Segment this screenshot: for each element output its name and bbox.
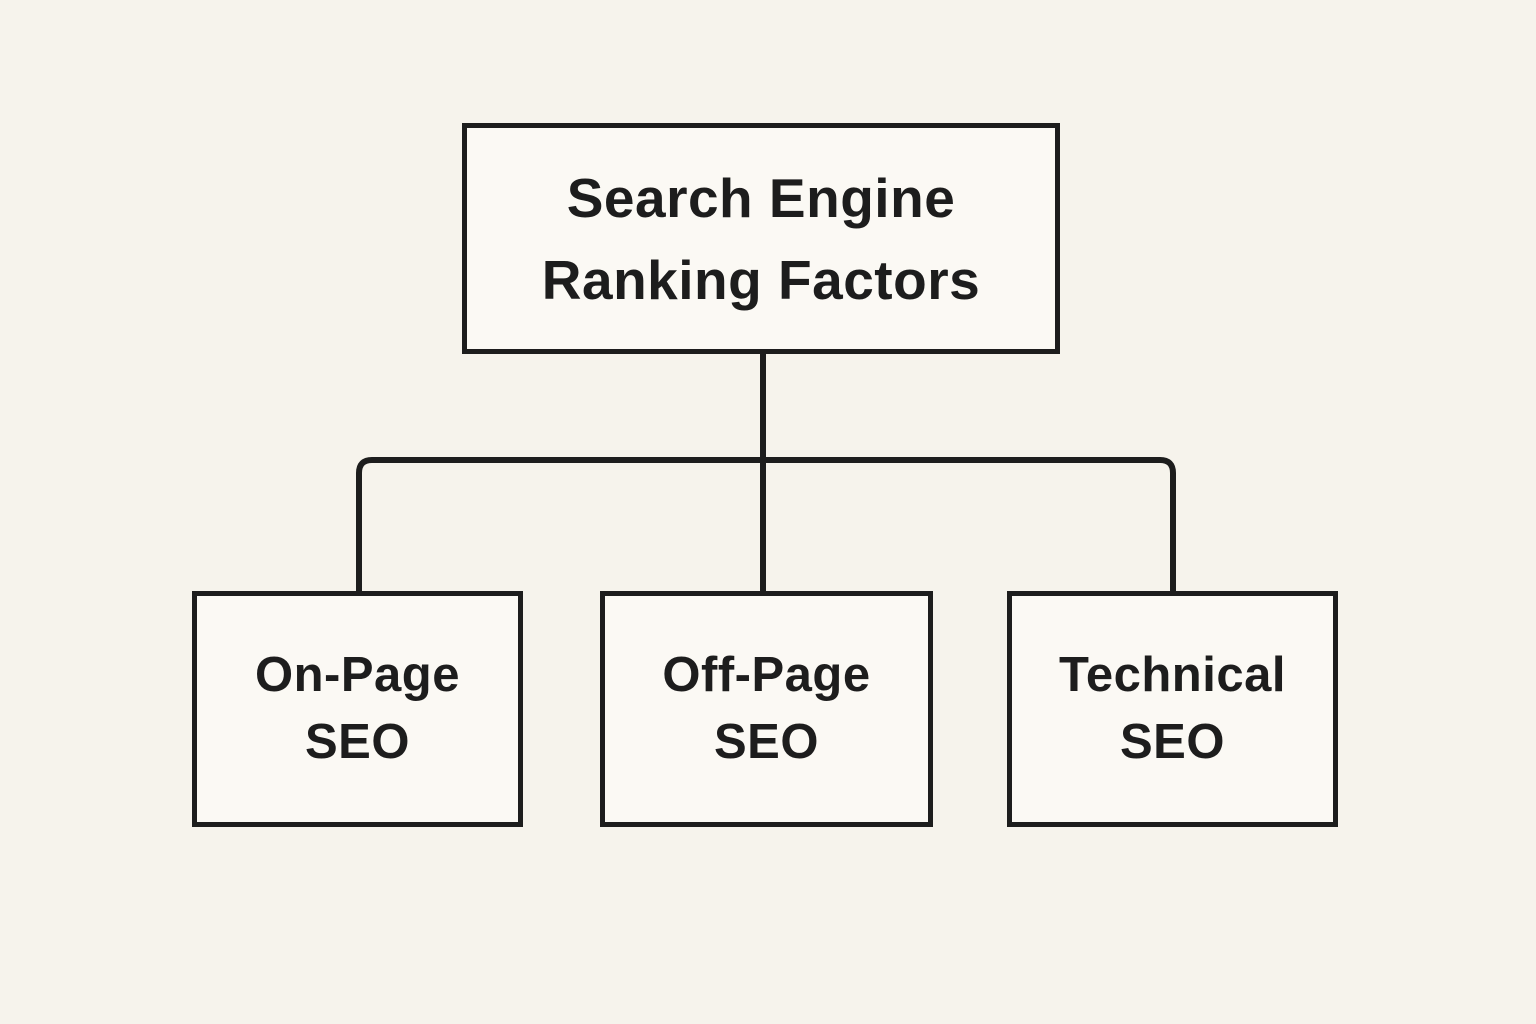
node-label-line: Technical xyxy=(1059,648,1286,702)
node-technical-seo: Technical SEO xyxy=(1007,591,1338,827)
node-label-line: Search Engine xyxy=(566,166,956,229)
node-label-line: On-Page xyxy=(255,648,460,702)
node-on-page-seo: On-Page SEO xyxy=(192,591,523,827)
node-label-line: SEO xyxy=(714,715,819,769)
node-label-line: SEO xyxy=(305,715,410,769)
node-label-line: Ranking Factors xyxy=(541,248,981,311)
connector-bracket xyxy=(356,457,1176,594)
node-label-line: SEO xyxy=(1120,715,1225,769)
node-label-line: Off-Page xyxy=(662,648,871,702)
node-search-engine-ranking-factors: Search Engine Ranking Factors xyxy=(462,123,1060,354)
node-off-page-seo: Off-Page SEO xyxy=(600,591,933,827)
